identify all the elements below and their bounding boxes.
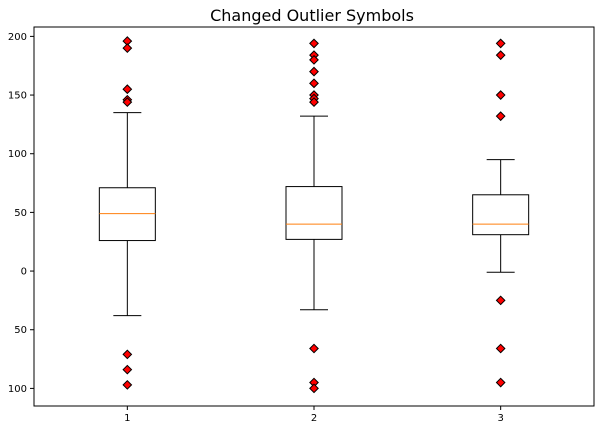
y-tick-label: 50 [14, 208, 27, 219]
y-tick-label: 50 [14, 325, 27, 336]
box-iqr [98, 187, 156, 242]
box-1 [98, 36, 156, 390]
outlier-point [309, 38, 319, 49]
x-tick-label: 2 [311, 413, 317, 424]
x-tick-label: 1 [124, 413, 130, 424]
outlier-point [309, 97, 319, 108]
y-tick-label: 0 [21, 267, 27, 278]
outlier-point [495, 50, 506, 61]
box-3 [472, 38, 530, 388]
outlier-point [309, 78, 319, 89]
outlier-point [122, 84, 133, 95]
outlier-point [495, 90, 506, 100]
outlier-point [495, 295, 506, 306]
y-tick-label: 100 [8, 384, 27, 395]
box-iqr [285, 186, 343, 240]
y-axis: 200 150 100 50 0 50 100 [8, 32, 34, 395]
y-tick-label: 150 [8, 91, 27, 102]
outlier-point [122, 364, 133, 375]
box-2 [285, 38, 343, 394]
outlier-point [309, 383, 319, 394]
outlier-point [122, 43, 133, 54]
outlier-point [495, 343, 506, 354]
y-tick-label: 200 [8, 32, 27, 43]
outlier-point [309, 54, 319, 65]
outlier-point [309, 343, 319, 354]
x-tick-label: 3 [497, 413, 503, 424]
outlier-point [122, 349, 133, 360]
x-axis: 1 2 3 [124, 406, 504, 424]
outlier-point [495, 377, 506, 388]
box-iqr [472, 194, 530, 236]
chart-title: Changed Outlier Symbols [210, 6, 414, 25]
outlier-point [122, 379, 133, 390]
box-series [98, 36, 530, 394]
outlier-point [495, 38, 506, 49]
outlier-point [122, 97, 133, 108]
outlier-point [309, 66, 319, 77]
y-tick-label: 100 [8, 149, 27, 160]
outlier-point [495, 111, 506, 122]
